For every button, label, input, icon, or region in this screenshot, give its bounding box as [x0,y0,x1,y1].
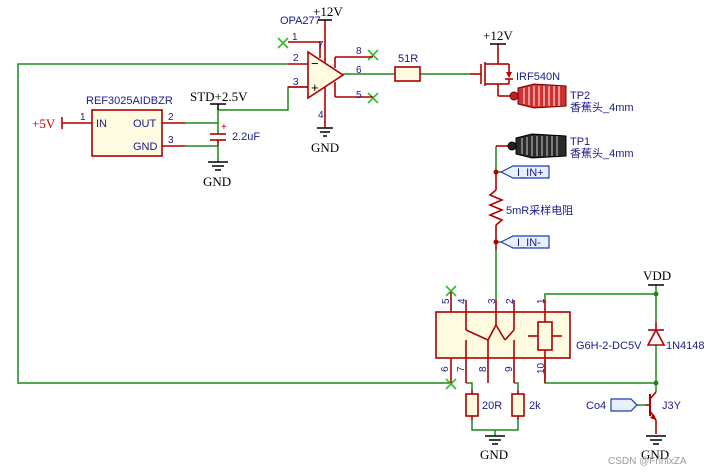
gnd-label-opamp: GND [311,140,339,155]
i-in-minus-text: I_IN- [517,237,541,249]
tp2-name: TP2 [570,90,590,102]
mosfet-irf540n[interactable]: IRF540N [470,44,560,96]
reference-ref3025[interactable]: IN OUT GND 1 2 3 REF3025AIDBZR [62,95,185,157]
resistor-20r-label: 20R [482,400,502,412]
transistor-name: J3Y [662,400,682,412]
relay-pin2: 2 [505,298,516,304]
net-label-i-in-minus[interactable]: I_IN- [496,235,550,249]
watermark: CSDN @FrinixZA [608,456,687,467]
gnd-label-relay: GND [480,447,508,462]
relay-name: G6H-2-DC5V [576,340,642,352]
opamp-pin2: 2 [293,53,299,64]
cap-polarity: + [221,122,227,133]
gnd-symbol-opamp: GND [311,127,339,155]
resistor-2k-label: 2k [529,400,541,412]
resistor-51r-label: 51R [398,53,418,65]
shunt-resistor[interactable]: 5mR采样电阻 [487,169,573,251]
diode-name: 1N4148 [666,340,705,352]
mosfet-name: IRF540N [516,71,560,83]
power-plus12-mos: +12V [483,28,513,45]
capacitor-2-2uf[interactable]: + 2.2uF [210,122,260,146]
net-label-i-in-plus[interactable]: I_IN+ [496,165,550,179]
opamp-u[interactable]: 1 2 3 4 5 6 7 8 − + OPA277 [280,15,373,128]
diode-1n4148[interactable]: 1N4148 [646,291,705,386]
opamp-pin8: 8 [356,46,362,57]
i-in-plus-text: I_IN+ [517,167,544,179]
relay-pin5: 5 [441,298,452,304]
resistor-2k[interactable]: 2k [511,390,541,420]
relay-pin1: 1 [536,298,547,304]
tp1-name: TP1 [570,136,590,148]
plus12-mos-label: +12V [483,28,513,43]
ref-pin3: 3 [168,135,174,146]
opamp-pin4: 4 [318,110,324,121]
power-plus5: +5V [32,116,63,131]
gnd-symbol-ref: GND [203,161,231,189]
ref-name: REF3025AIDBZR [86,95,173,107]
opamp-pin1: 1 [292,32,298,43]
relay-g6h[interactable]: 5 4 3 2 1 6 7 8 9 10 G6H-2-DC5V [435,292,642,383]
relay-pin7: 7 [456,366,467,372]
power-plus12-opamp: +12V [313,4,343,21]
co4-text: Co4 [586,400,606,412]
opamp-pin5: 5 [356,90,362,101]
gnd-symbol-relay: GND [480,430,508,462]
ref-in-label: IN [96,118,107,130]
relay-pin9: 9 [504,366,515,372]
gnd-symbol-transistor: GND [641,435,669,462]
opamp-name: OPA277 [280,15,321,27]
ref-pin2: 2 [168,112,174,123]
no-connect-marks [277,37,457,390]
opamp-minus-sign: − [311,56,319,71]
relay-pin4: 4 [457,298,468,304]
ref-pin1: 1 [80,112,86,123]
relay-pin3: 3 [487,298,498,304]
opamp-plus-sign: + [311,80,319,95]
relay-pin10: 10 [536,362,547,374]
resistor-20r[interactable]: 20R [465,390,502,420]
plus5-label: +5V [32,116,56,131]
cap-value: 2.2uF [232,131,260,143]
opamp-pin6: 6 [356,65,362,76]
resistor-51r[interactable]: 51R [394,53,421,82]
ref-gnd-label: GND [133,141,158,153]
testpoint-tp1[interactable]: TP1 香蕉头_4mm [496,133,634,160]
std-net-label: STD+2.5V [190,89,248,110]
std-label: STD+2.5V [190,89,248,104]
ref-out-label: OUT [133,118,157,130]
gnd-label-transistor: GND [641,447,669,462]
net-label-co4[interactable]: Co4 [586,398,638,412]
relay-pin8: 8 [478,366,489,372]
tp2-desc: 香蕉头_4mm [570,101,634,114]
tp1-desc: 香蕉头_4mm [570,147,634,160]
plus12-label: +12V [313,4,343,19]
gnd-label-ref: GND [203,174,231,189]
transistor-j3y[interactable]: J3Y [645,391,682,434]
shunt-value: 5mR采样电阻 [506,203,573,217]
opamp-pin7: 7 [318,40,324,51]
opamp-pin3: 3 [293,77,299,88]
vdd-label: VDD [643,268,671,283]
relay-pin6: 6 [440,366,451,372]
power-vdd: VDD [643,268,671,286]
testpoint-tp2[interactable]: TP2 香蕉头_4mm [498,83,634,114]
